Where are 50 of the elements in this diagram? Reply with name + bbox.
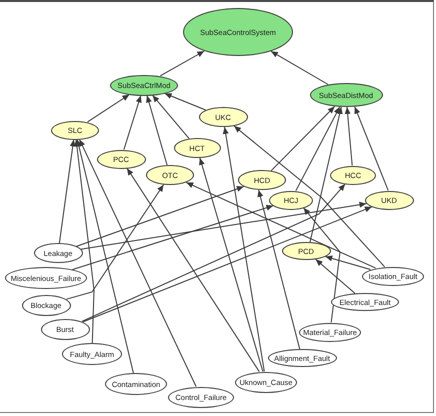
ellipse-node <box>282 242 330 260</box>
ellipse-node <box>22 294 70 316</box>
arrow <box>126 168 260 372</box>
ellipse-node <box>268 349 336 367</box>
ellipse-node <box>96 150 146 168</box>
arrow <box>58 139 76 244</box>
arrow <box>303 207 341 323</box>
arrow <box>354 106 389 191</box>
arrow <box>344 106 353 166</box>
arrow <box>234 125 386 268</box>
arrow <box>199 157 264 372</box>
arrow <box>295 106 340 192</box>
arrow <box>123 95 142 150</box>
ellipse-node <box>299 322 361 342</box>
arrow <box>78 138 197 388</box>
ellipse-node <box>238 170 286 190</box>
arrow <box>310 106 343 243</box>
ellipse-node <box>364 190 414 210</box>
arrow <box>222 126 265 372</box>
arrow <box>315 258 356 294</box>
arrow <box>186 182 376 269</box>
ellipse-node <box>146 165 194 185</box>
arrow <box>164 92 206 110</box>
ellipse-node <box>168 386 234 408</box>
arrow <box>87 94 130 122</box>
arrow <box>270 106 336 172</box>
ellipse-node <box>40 318 90 340</box>
arrow <box>324 256 371 270</box>
arrow <box>81 183 346 322</box>
ellipse-node <box>51 120 99 140</box>
ellipse-node <box>174 138 220 158</box>
arrow <box>74 139 94 344</box>
arrow <box>72 204 274 270</box>
arrow <box>66 184 164 300</box>
arrow <box>76 186 244 247</box>
arrow <box>257 189 300 350</box>
ellipse-node <box>105 373 167 395</box>
arrow <box>270 50 329 85</box>
arrow <box>76 139 134 374</box>
ellipse-node <box>331 293 399 311</box>
ellipse-node <box>269 190 313 210</box>
ellipse-node <box>362 266 424 286</box>
ellipse-node <box>34 243 82 263</box>
arrow <box>80 202 367 250</box>
arrow <box>152 94 190 140</box>
arrow <box>82 206 372 322</box>
arrow <box>146 95 168 166</box>
arrow <box>160 50 205 76</box>
ellipse-node <box>330 166 376 184</box>
ellipse-node <box>198 107 248 127</box>
